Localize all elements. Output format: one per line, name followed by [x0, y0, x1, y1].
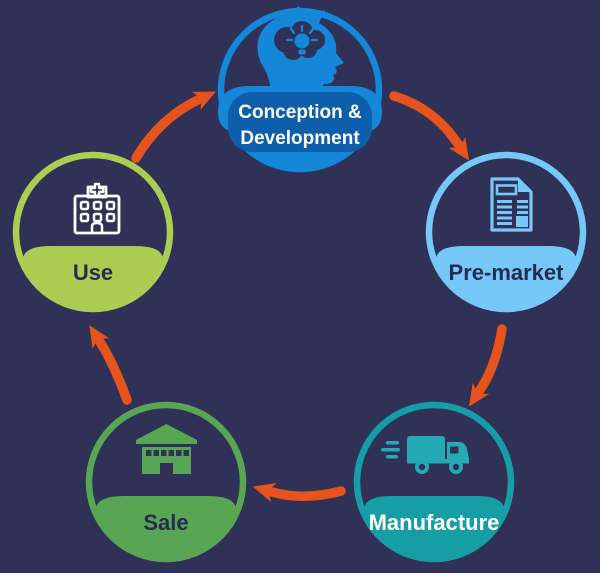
- use-circle: [12, 151, 174, 313]
- idea-head-icon: [257, 6, 344, 96]
- conception-label-line2: Development: [240, 128, 360, 149]
- conception-label-line1: Conception &: [238, 102, 362, 123]
- sale-pill: [96, 496, 236, 558]
- warehouse-icon: [136, 424, 197, 474]
- premarket-pill: [436, 246, 576, 308]
- hospital-icon: [73, 182, 121, 235]
- manufacture-circle: [353, 401, 515, 563]
- node-pre-market: Pre-market: [425, 151, 587, 313]
- sale-circle: [85, 401, 247, 563]
- document-icon: [490, 177, 533, 232]
- arrow-manufacture-to-sale: [252, 482, 346, 503]
- manufacture-pill: [364, 496, 504, 558]
- node-use: Use: [12, 151, 174, 313]
- use-pill: [23, 246, 163, 308]
- arrow-use-to-conception: [131, 91, 217, 163]
- manufacture-label: Manufacture: [369, 510, 500, 535]
- premarket-circle: [425, 151, 587, 313]
- node-sale: Sale: [85, 401, 247, 563]
- sale-label: Sale: [143, 510, 188, 535]
- premarket-label: Pre-market: [449, 260, 565, 285]
- truck-icon: [381, 436, 469, 474]
- arrow-conception-to-premarket: [389, 91, 470, 161]
- conception-pill-inner: [228, 92, 372, 152]
- arrow-premarket-to-manufacture: [468, 324, 507, 407]
- lightbulb-icon: [285, 24, 319, 42]
- node-manufacture: Manufacture: [353, 401, 515, 563]
- arrow-sale-to-use: [89, 325, 132, 405]
- node-conception-development: Conception & Development: [217, 6, 383, 173]
- use-label: Use: [73, 260, 113, 285]
